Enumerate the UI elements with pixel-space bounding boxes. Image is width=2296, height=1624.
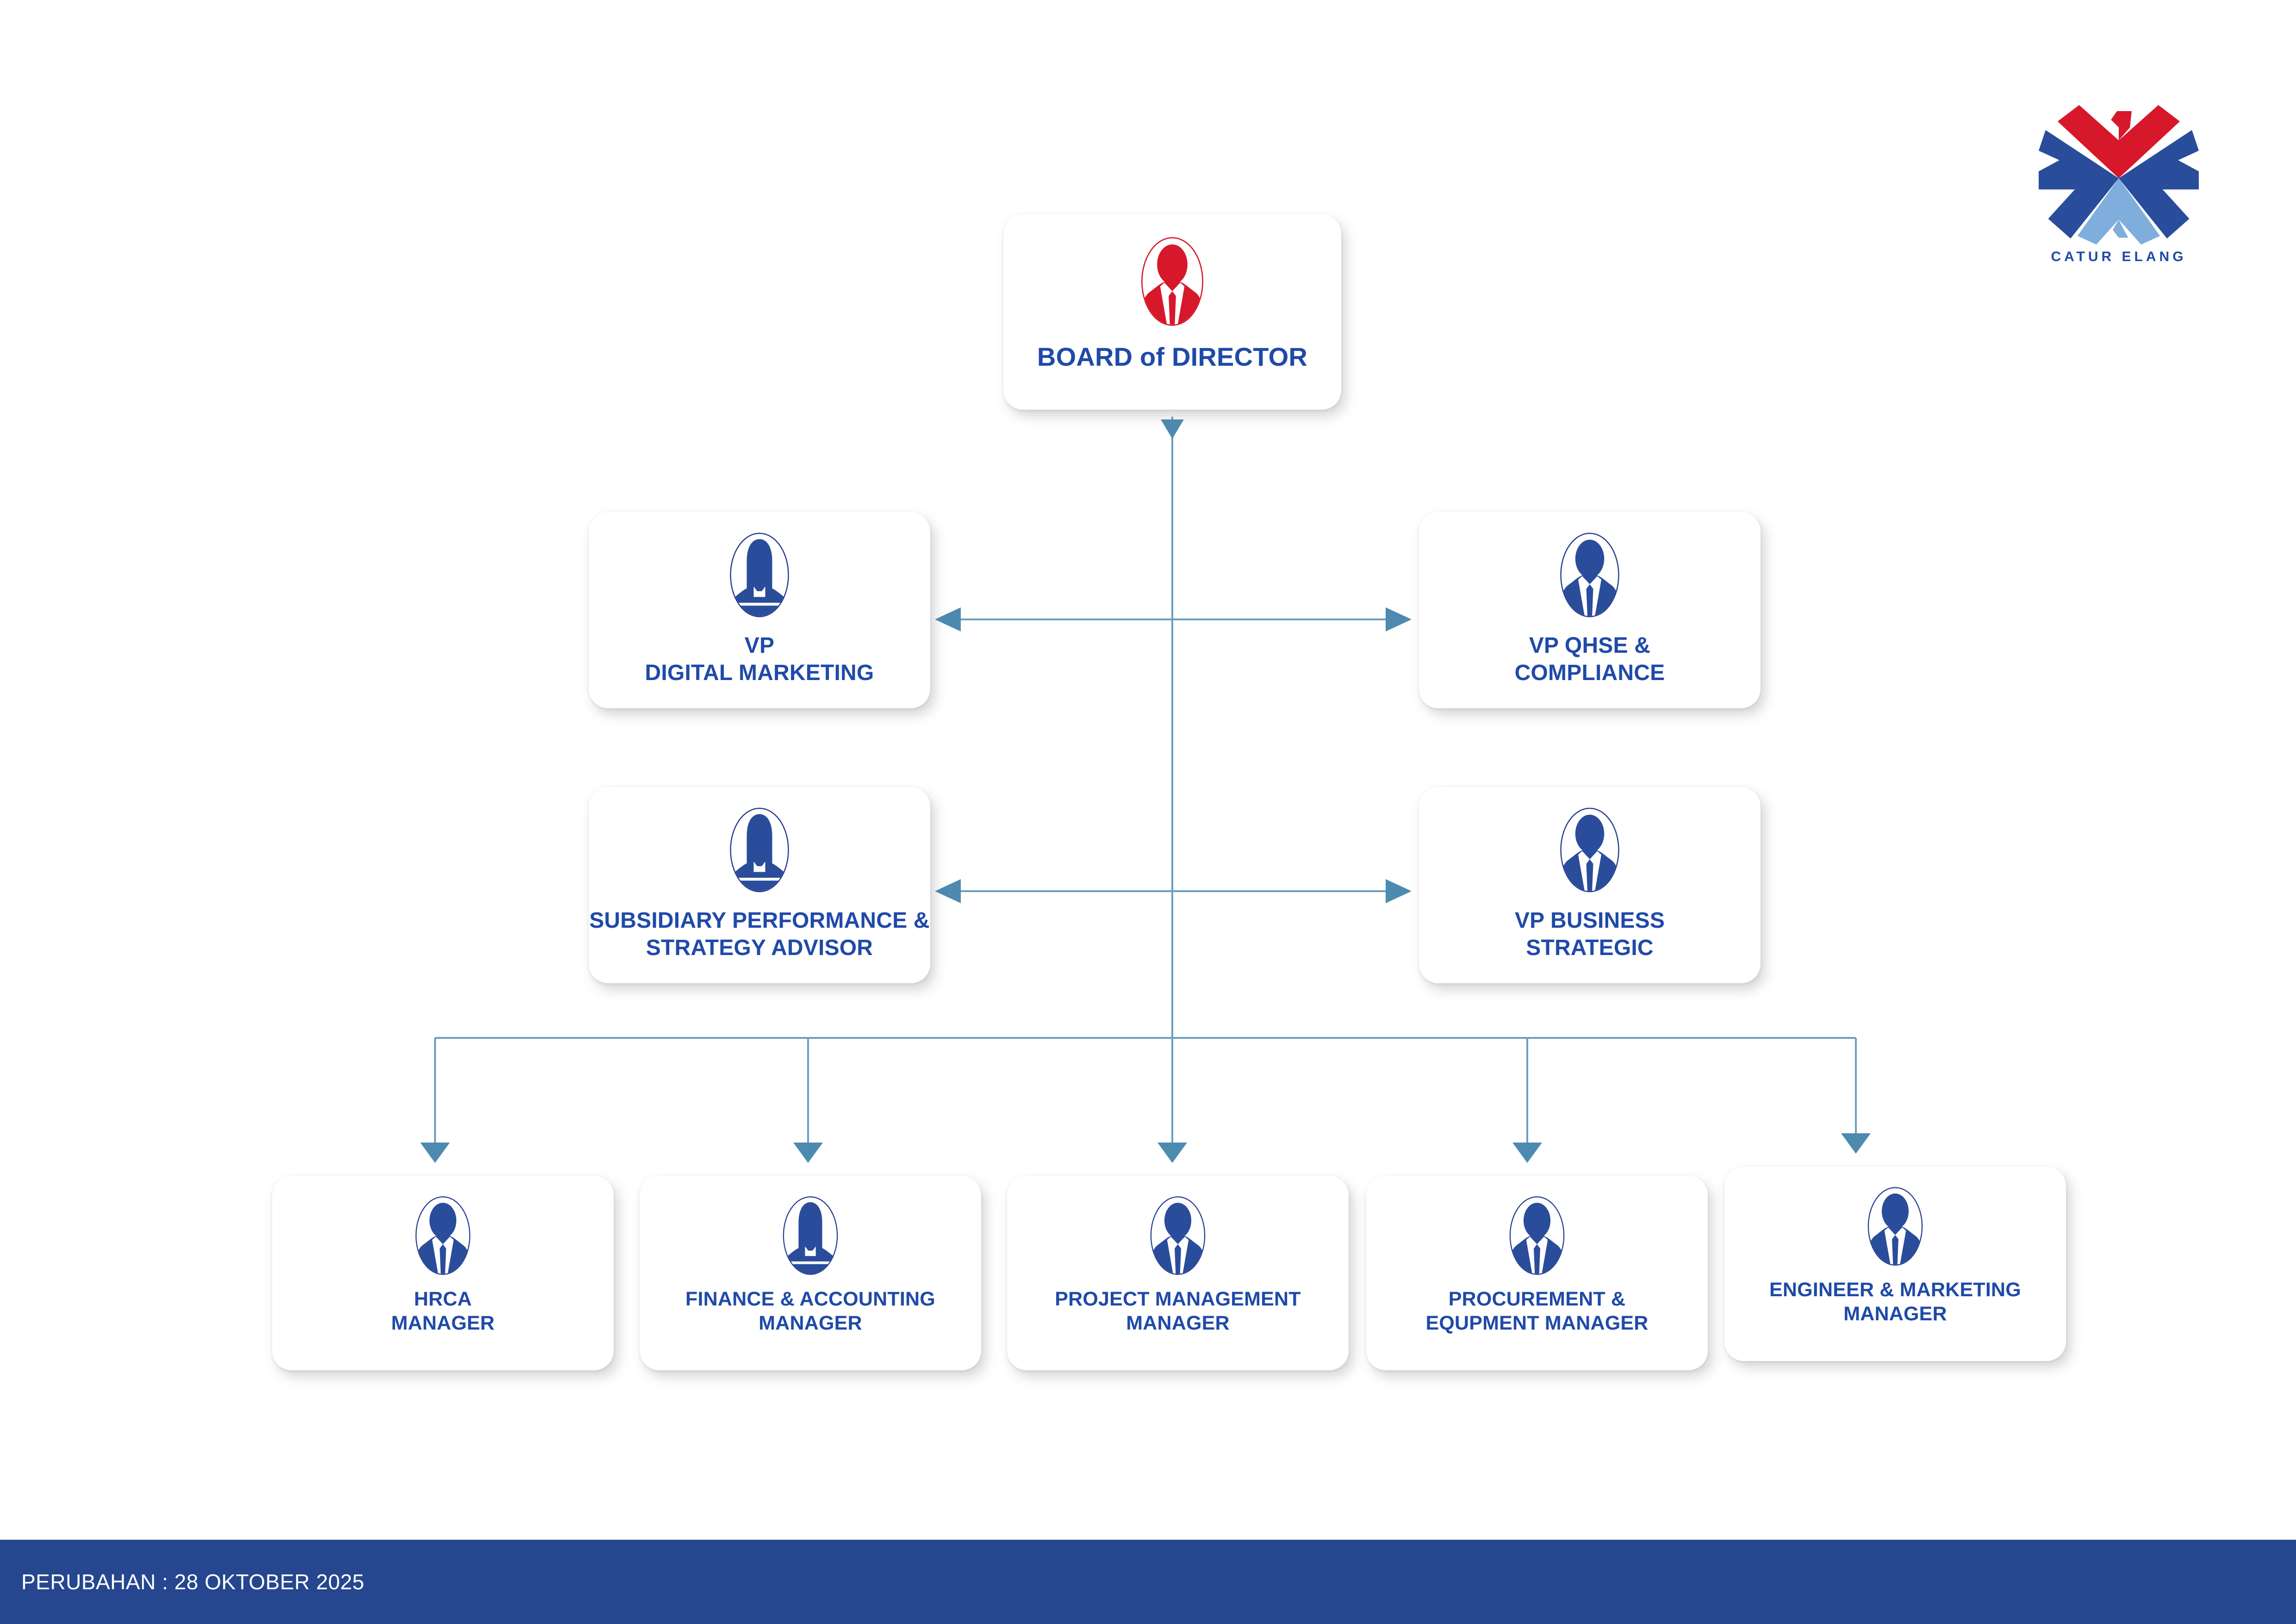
spine-arrowhead-icon (1161, 419, 1184, 439)
avatar-female-blue-icon (730, 807, 789, 893)
avatar-male-blue-icon (415, 1196, 471, 1275)
arrowhead-left-subsidiary-advisor-icon (935, 879, 961, 903)
org-node-subsidiary-performance-strategy-advisor[interactable]: SUBSIDIARY PERFORMANCE & STRATEGY ADVISO… (589, 787, 930, 983)
revision-date-text: PERUBAHAN : 28 OKTOBER 2025 (21, 1570, 365, 1594)
arrowhead-engineer-icon (1841, 1133, 1871, 1154)
catur-elang-logo-icon (2039, 105, 2199, 245)
logo-wordmark: CATUR ELANG (2051, 249, 2187, 264)
arrowhead-project-icon (1157, 1143, 1187, 1163)
org-node-label: HRCA MANAGER (391, 1288, 495, 1335)
org-node-hrca-manager[interactable]: HRCA MANAGER (272, 1176, 614, 1370)
org-node-label: PROCUREMENT & EQUPMENT MANAGER (1425, 1288, 1649, 1335)
org-node-vp-business-strategic[interactable]: VP BUSINESS STRATEGIC (1419, 787, 1761, 983)
org-node-label: BOARD of DIRECTOR (1037, 342, 1308, 371)
org-node-engineer-marketing-manager[interactable]: ENGINEER & MARKETING MANAGER (1724, 1167, 2066, 1361)
org-node-label: PROJECT MANAGEMENT MANAGER (1055, 1288, 1301, 1335)
arrowhead-left-vp-digital-marketing-icon (935, 607, 961, 631)
org-node-finance-accounting-manager[interactable]: FINANCE & ACCOUNTING MANAGER (640, 1176, 981, 1370)
org-node-label: VP BUSINESS STRATEGIC (1514, 908, 1665, 960)
arrowhead-procurement-icon (1512, 1143, 1542, 1163)
org-node-label: VP DIGITAL MARKETING (645, 633, 874, 685)
avatar-female-blue-icon (783, 1196, 838, 1275)
arrowhead-hrca-icon (420, 1143, 450, 1163)
org-node-label: FINANCE & ACCOUNTING MANAGER (685, 1288, 935, 1335)
avatar-female-blue-icon (730, 532, 789, 618)
org-node-procurement-equipment-manager[interactable]: PROCUREMENT & EQUPMENT MANAGER (1366, 1176, 1708, 1370)
arrowhead-right-vp-business-icon (1386, 879, 1412, 903)
org-node-vp-qhse-compliance[interactable]: VP QHSE & COMPLIANCE (1419, 512, 1761, 708)
org-node-board-of-director[interactable]: BOARD of DIRECTOR (1003, 214, 1341, 410)
avatar-male-blue-icon (1150, 1196, 1206, 1275)
org-node-label: ENGINEER & MARKETING MANAGER (1769, 1279, 2021, 1325)
arrowhead-right-vp-qhse-icon (1386, 607, 1412, 631)
avatar-male-blue-icon (1560, 807, 1619, 893)
org-node-label: VP QHSE & COMPLIANCE (1514, 633, 1665, 685)
avatar-male-blue-icon (1509, 1196, 1565, 1275)
footer-bar: PERUBAHAN : 28 OKTOBER 2025 (0, 1540, 2296, 1624)
avatar-male-red-icon (1141, 237, 1203, 326)
org-node-label: SUBSIDIARY PERFORMANCE & STRATEGY ADVISO… (589, 908, 930, 960)
org-node-project-management-manager[interactable]: PROJECT MANAGEMENT MANAGER (1007, 1176, 1349, 1370)
avatar-male-blue-icon (1867, 1187, 1923, 1266)
arrowhead-finance-icon (793, 1143, 823, 1163)
org-node-vp-digital-marketing[interactable]: VP DIGITAL MARKETING (589, 512, 930, 708)
avatar-male-blue-icon (1560, 532, 1619, 618)
